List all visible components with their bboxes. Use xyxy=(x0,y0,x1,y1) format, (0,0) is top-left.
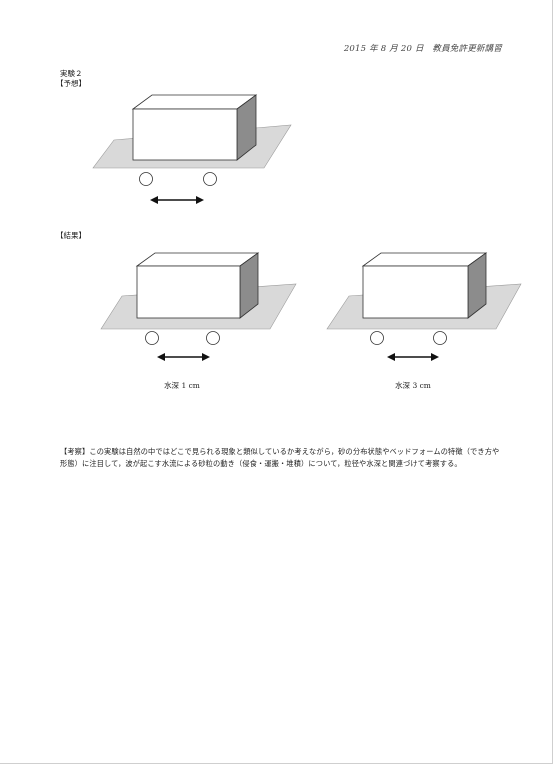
header-date-title: 2015 年 8 月 20 日 教員免許更新講習 xyxy=(343,44,502,54)
results-label: 【結果】 xyxy=(56,231,86,240)
cart-diagram-prediction xyxy=(92,94,292,204)
prediction-label: 【予想】 xyxy=(56,79,86,88)
wheel-right xyxy=(206,331,220,345)
box-top xyxy=(361,252,488,267)
wheel-left xyxy=(139,172,153,186)
wheel-left xyxy=(145,331,159,345)
caption-3cm: 水深 3 cm xyxy=(395,381,431,390)
cart-diagram-1cm xyxy=(100,252,297,361)
double-arrow xyxy=(157,353,210,361)
discussion-paragraph: 【考察】この実験は自然の中ではどこで見られる現象と類似しているか考えながら，砂の… xyxy=(60,447,500,468)
wheel-left xyxy=(370,331,384,345)
caption-1cm: 水深 1 cm xyxy=(164,381,200,390)
double-arrow xyxy=(387,353,439,361)
cart-diagram-3cm xyxy=(326,252,522,361)
experiment-label: 実験２ xyxy=(60,69,83,78)
wheel-right xyxy=(433,331,447,345)
box-front xyxy=(136,265,241,319)
box-front xyxy=(132,108,238,161)
double-arrow xyxy=(150,196,204,204)
box-front xyxy=(362,265,469,319)
wheel-right xyxy=(203,172,217,186)
